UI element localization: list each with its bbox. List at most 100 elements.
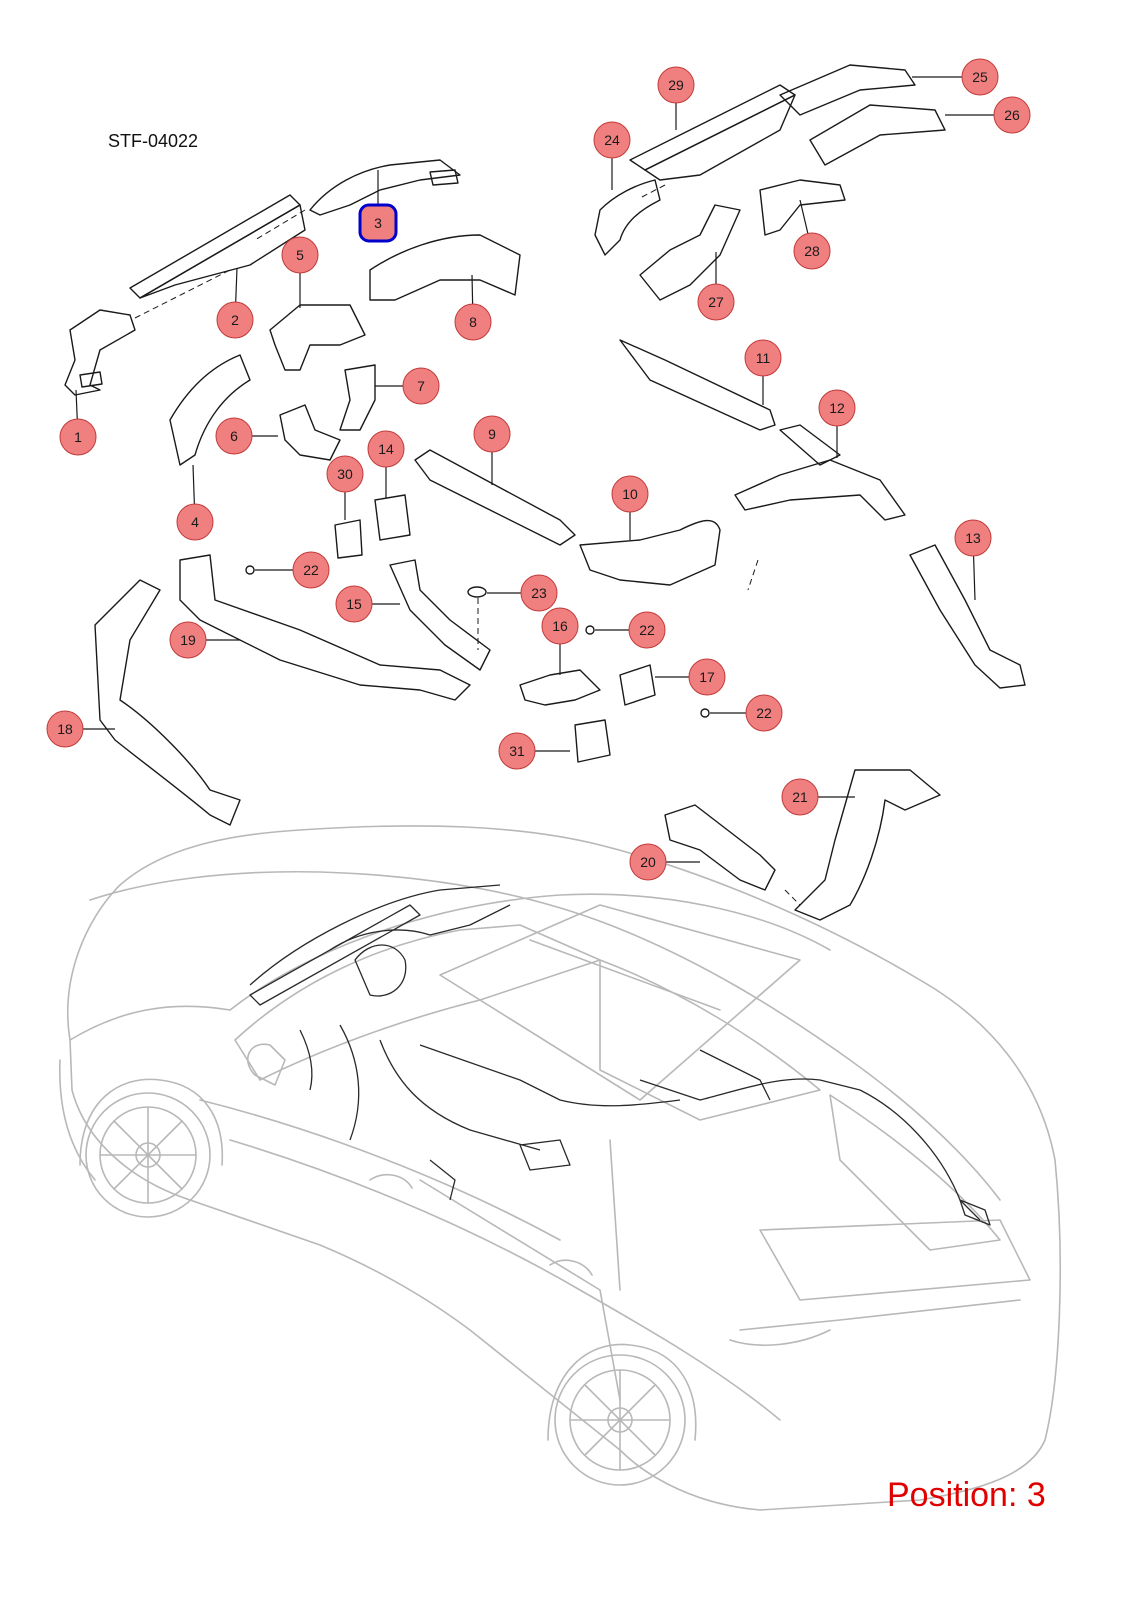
callout-circle (688, 658, 726, 696)
callout[interactable]: 1 (59, 418, 97, 456)
callout-number: 19 (180, 632, 196, 648)
callout-circle (402, 367, 440, 405)
callout[interactable]: 10 (611, 475, 649, 513)
callout-number: 20 (640, 854, 656, 870)
assembly-guides (134, 184, 801, 906)
callout-number: 26 (1004, 107, 1020, 123)
callout-number: 31 (509, 743, 525, 759)
callout[interactable]: 4 (176, 503, 214, 541)
callout-circle (628, 611, 666, 649)
callout[interactable]: 26 (993, 96, 1031, 134)
callout[interactable]: 25 (961, 58, 999, 96)
callout[interactable]: 17 (688, 658, 726, 696)
callout-number: 23 (531, 585, 547, 601)
callout-number: 7 (417, 378, 425, 394)
callout-circle (657, 66, 695, 104)
callout-number: 8 (469, 314, 477, 330)
callout[interactable]: 6 (215, 417, 253, 455)
leader-lines (65, 76, 1012, 863)
callout-number: 2 (231, 312, 239, 328)
callout-circle (520, 574, 558, 612)
callout[interactable]: 27 (697, 283, 735, 321)
callout-highlight (358, 203, 398, 243)
callout[interactable]: 9 (473, 415, 511, 453)
callout[interactable]: 22 (745, 694, 783, 732)
callout-circle (611, 475, 649, 513)
callout-circle (781, 778, 819, 816)
callout[interactable]: 5 (281, 236, 319, 274)
diagram-code: STF-04022 (108, 131, 199, 151)
callout-circle (473, 415, 511, 453)
callouts: 1234567891011121314151617181920212222222… (46, 58, 1031, 881)
callout[interactable]: 18 (46, 710, 84, 748)
callout[interactable]: 29 (657, 66, 695, 104)
callout[interactable]: 8 (454, 303, 492, 341)
callout-number: 3 (374, 215, 382, 231)
callout[interactable]: 28 (793, 232, 831, 270)
callout-number: 22 (303, 562, 319, 578)
callout-number: 5 (296, 247, 304, 263)
callout-number: 16 (552, 618, 568, 634)
callout-number: 22 (756, 705, 772, 721)
callout-circle (59, 418, 97, 456)
callout[interactable]: 16 (541, 607, 579, 645)
callout-number: 18 (57, 721, 73, 737)
callout-circle (744, 339, 782, 377)
callout-number: 27 (708, 294, 724, 310)
installed-ducts (249, 884, 991, 1226)
callout-number: 12 (829, 400, 845, 416)
callout-selected[interactable]: 3 (358, 203, 398, 243)
callout[interactable]: 11 (744, 339, 782, 377)
callout[interactable]: 14 (367, 430, 405, 468)
callout-number: 21 (792, 789, 808, 805)
callout-number: 24 (604, 132, 620, 148)
callout-circle (281, 236, 319, 274)
exploded-parts (64, 64, 1026, 921)
callout-circle (954, 519, 992, 557)
callout-circle (335, 585, 373, 623)
callout[interactable]: 2 (216, 301, 254, 339)
callout[interactable]: 15 (335, 585, 373, 623)
callout[interactable]: 23 (520, 574, 558, 612)
callout[interactable]: 19 (169, 621, 207, 659)
callout-circle (629, 843, 667, 881)
callout-number: 6 (230, 428, 238, 444)
callout-circle (993, 96, 1031, 134)
callout-number: 29 (668, 77, 684, 93)
callout[interactable]: 13 (954, 519, 992, 557)
callout-circle (292, 551, 330, 589)
callout-number: 30 (337, 466, 353, 482)
callout-number: 25 (972, 69, 988, 85)
callout[interactable]: 20 (629, 843, 667, 881)
callout-number: 14 (378, 441, 394, 457)
callout-number: 9 (488, 426, 496, 442)
callout-circle (216, 301, 254, 339)
callout-circle (818, 389, 856, 427)
callout-circle (367, 430, 405, 468)
callout[interactable]: 30 (326, 455, 364, 493)
callout-number: 17 (699, 669, 715, 685)
callout-number: 1 (74, 429, 82, 445)
callout-circle (593, 121, 631, 159)
callout-number: 15 (346, 596, 362, 612)
callout[interactable]: 24 (593, 121, 631, 159)
callout[interactable]: 7 (402, 367, 440, 405)
callout-circle (498, 732, 536, 770)
vehicle-outline (58, 825, 1062, 1511)
callout-circle (745, 694, 783, 732)
callout[interactable]: 22 (292, 551, 330, 589)
callout[interactable]: 12 (818, 389, 856, 427)
callout[interactable]: 21 (781, 778, 819, 816)
callout-circle (46, 710, 84, 748)
position-label: Position: 3 (887, 1476, 1046, 1514)
callout-circle (176, 503, 214, 541)
callout-number: 10 (622, 486, 638, 502)
callout-circle (697, 283, 735, 321)
callout[interactable]: 22 (628, 611, 666, 649)
callout[interactable]: 31 (498, 732, 536, 770)
callout-circle (454, 303, 492, 341)
callout-number: 28 (804, 243, 820, 259)
callout-circle (541, 607, 579, 645)
